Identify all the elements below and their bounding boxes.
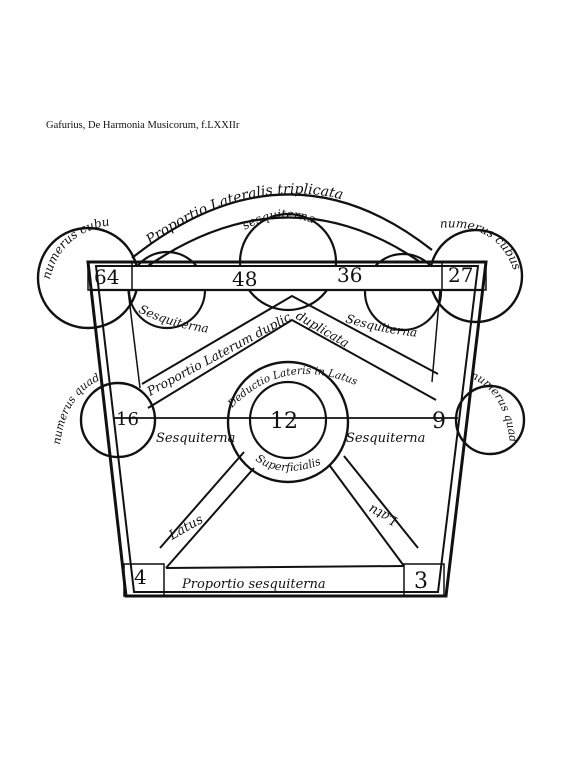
outer-frame xyxy=(86,260,488,598)
bottom-band xyxy=(165,565,405,593)
num-top-mid-left: 48 xyxy=(232,267,257,291)
label-mid-right: Sesquiterna xyxy=(346,431,425,446)
inner-frame xyxy=(94,265,480,593)
label-inner-left: Sesquiterna xyxy=(137,302,210,336)
label-inner-right: Sesquiterna xyxy=(344,311,418,339)
upper-chevron-outer xyxy=(141,294,439,385)
num-bottom-right: 3 xyxy=(414,569,428,594)
right-mid-circle xyxy=(454,384,526,456)
label-mid-left: Sesquiterna xyxy=(156,431,235,446)
label-center-top: Deductio Lateris in Latus xyxy=(225,365,360,411)
label-diagonal-right: duplicata xyxy=(293,308,352,351)
label-bottom: Proportio sesquiterna xyxy=(181,577,326,592)
caption: Gafurius, De Harmonia Musicorum, f.LXXII… xyxy=(46,120,240,131)
num-top-right: 27 xyxy=(448,263,473,287)
label-center-bottom: Superficialis xyxy=(253,452,322,474)
num-top-mid-right: 36 xyxy=(337,263,362,287)
right-leg xyxy=(329,455,419,567)
upper-chevron-inner xyxy=(147,318,437,409)
num-center: 12 xyxy=(270,409,298,434)
num-mid-right: 9 xyxy=(432,409,446,434)
num-bottom-left: 4 xyxy=(134,565,147,589)
center-inner-circle xyxy=(248,380,328,460)
label-top-mid: sesquiterna xyxy=(240,207,317,233)
center-outer-circle xyxy=(226,360,350,484)
num-mid-left: 16 xyxy=(116,409,139,430)
left-leg xyxy=(159,451,255,569)
top-arc-outer xyxy=(131,193,433,259)
top-arc-inner xyxy=(144,216,421,269)
num-top-left: 64 xyxy=(94,265,119,289)
top-mid-right-circle xyxy=(363,252,443,332)
label-left-cube: numerus cubus xyxy=(0,0,111,281)
